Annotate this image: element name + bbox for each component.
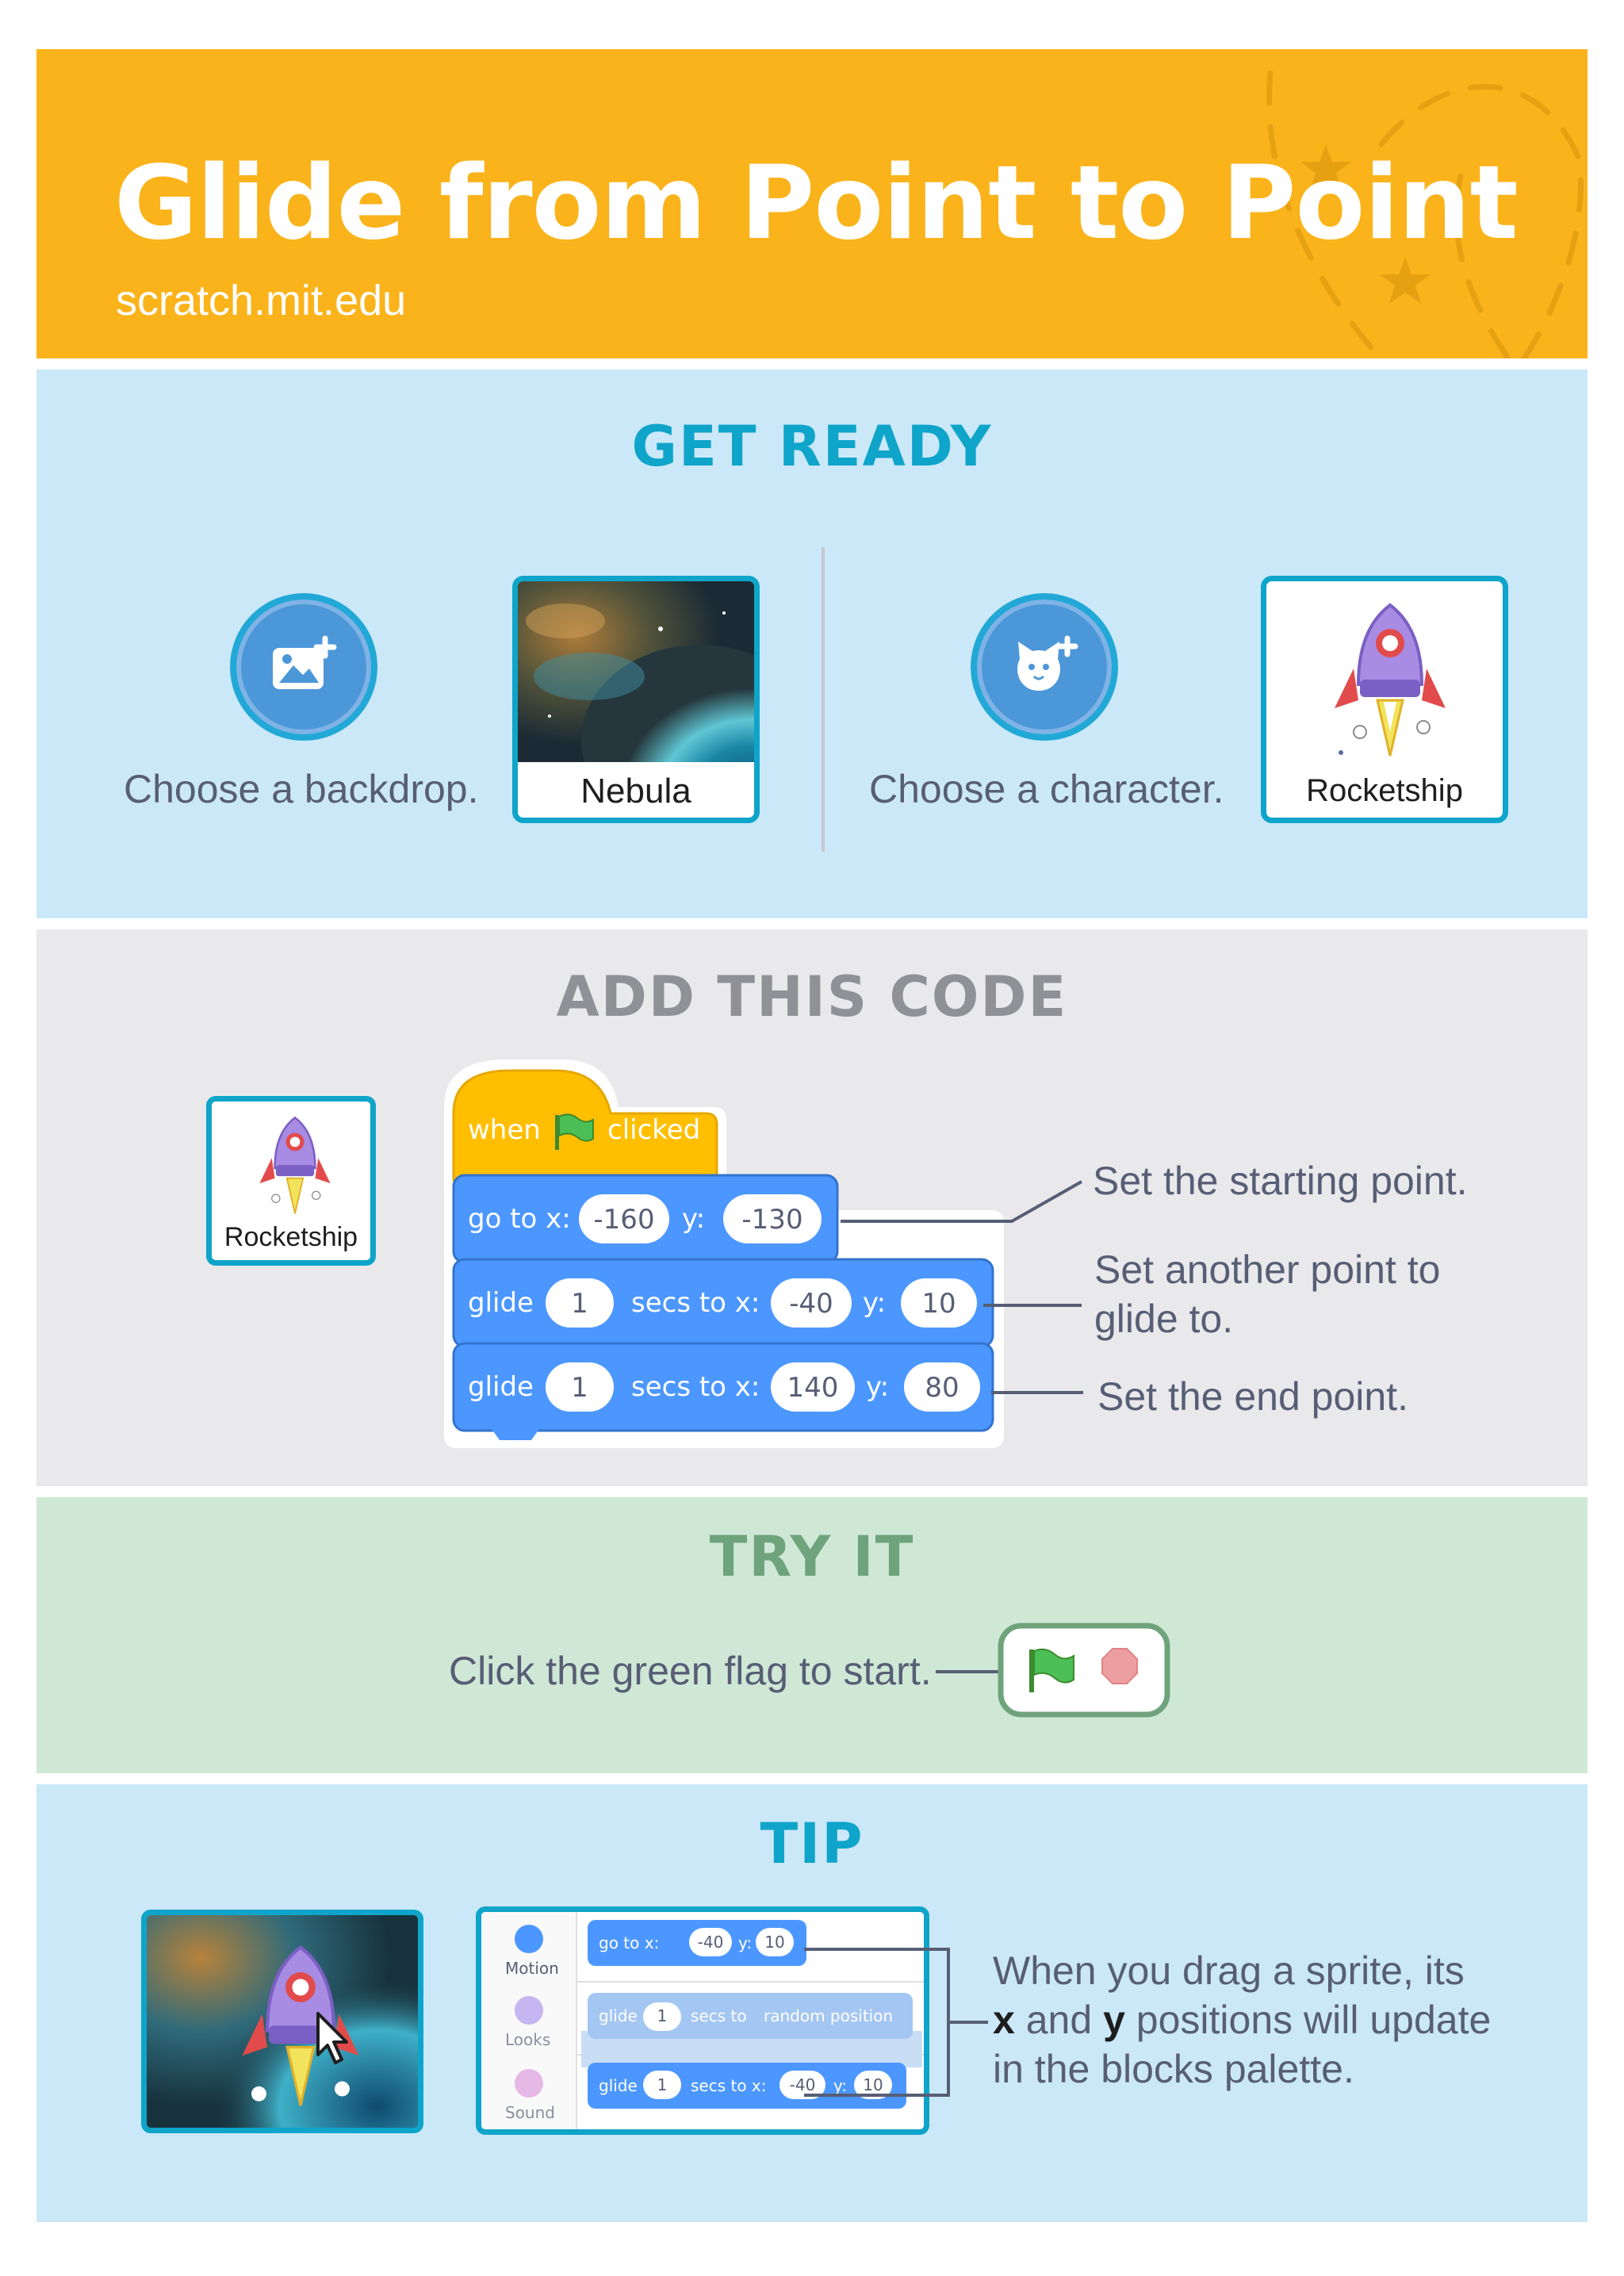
rocketship-sprite [1335,603,1446,757]
tip-line-2: x and y positions will update [993,1995,1491,2044]
glide1-secs-value: 1 [571,1288,588,1320]
goto-x-value: -160 [593,1204,654,1236]
try-it-caption: Click the green flag to start. [449,1649,932,1693]
glide1-secs-label: secs to x: [631,1287,760,1319]
tip-y-word: y [1103,1998,1125,2042]
sprite-cat-icon [1017,635,1078,691]
glide-block-2[interactable]: glide 1 secs to x: 140 y: 80 [452,1342,994,1440]
palette-goto-label: go to x: [599,1933,659,1952]
glide2-secs-label: secs to x: [631,1371,760,1403]
palette-glide-xy-secs: 1 [657,2075,668,2094]
palette-glide-random-secs: 1 [657,2006,668,2025]
tip-line-2-rest: positions will update [1136,1998,1492,2042]
green-flag-icon [555,1113,594,1150]
code-sprite-card[interactable]: Rocketship [206,1096,376,1266]
note-end: Set the end point. [1097,1374,1408,1419]
glide1-x-input[interactable] [771,1278,852,1328]
glide2-x-input[interactable] [771,1362,855,1412]
palette-glide-xy-y-label: y: [833,2076,847,2095]
choose-backdrop-caption: Choose a backdrop. [124,767,479,811]
glide1-y-value: 10 [921,1288,956,1320]
green-flag-controls [936,1623,1170,1718]
try-it-heading: TRY IT [709,1524,915,1589]
palette-glide-random-target: random position [764,2006,893,2025]
note-another-line1: Set another point to [1094,1247,1441,1292]
try-it-section: TRY IT [36,1497,1588,1773]
sprite-card-label: Rocketship [1306,773,1463,808]
palette-category-sound: Sound [505,2103,555,2122]
star-trail-decoration [1266,70,1584,358]
goto-y-label: y: [682,1203,705,1235]
green-flag-icon[interactable] [1029,1648,1074,1692]
palette-category-looks: Looks [505,2030,550,2049]
goto-label: go to x: [468,1203,571,1235]
rocketship-sprite-small [259,1116,331,1214]
sound-category-icon [515,2069,543,2098]
tip-bracket [804,1948,988,2097]
stage-preview[interactable] [141,1910,423,2133]
glide1-secs-input[interactable] [546,1278,614,1328]
tip-explanation: When you drag a sprite, its x and y posi… [993,1946,1491,2094]
note-connectors [841,1180,1083,1394]
glide2-y-value: 80 [925,1372,959,1404]
palette-glide-xy-label: glide [599,2076,638,2095]
choose-backdrop-button[interactable] [230,593,377,741]
tip-and-word: and [1025,1998,1093,2042]
glide2-secs-input[interactable] [546,1362,614,1412]
goto-y-input[interactable] [723,1194,822,1243]
code-script[interactable]: when clicked go to x: -160 y: -130 glide… [444,1052,1015,1456]
glide2-x-value: 140 [787,1372,839,1404]
note-another: Set another point to glide to. [1094,1245,1440,1343]
palette-glide-xy-x: -40 [790,2075,816,2094]
palette-glide-random-label: glide [599,2006,638,2025]
palette-glide-xy-secs-label: secs to x: [691,2076,767,2095]
get-ready-heading: GET READY [631,414,993,479]
backdrop-icon [273,635,337,689]
palette-glide-xy-y: 10 [863,2075,883,2094]
palette-goto-y: 10 [764,1933,784,1952]
goto-y-value: -130 [741,1204,802,1236]
backdrop-card-nebula[interactable]: Nebula [512,576,760,823]
sprite-card-rocketship[interactable]: Rocketship [1261,576,1508,823]
add-code-heading: ADD THIS CODE [556,964,1068,1029]
stage-nebula-with-rocket [147,1915,418,2128]
glide1-x-value: -40 [789,1288,833,1320]
code-sprite-label: Rocketship [224,1222,358,1252]
palette-goto-y-label: y: [738,1933,752,1952]
when-flag-clicked-block[interactable]: when clicked [452,1069,718,1190]
stop-sign-icon[interactable] [1101,1648,1138,1684]
glide2-y-input[interactable] [904,1362,980,1412]
header-banner: Glide from Point to Point scratch.mit.ed… [36,49,1588,358]
glide2-secs-value: 1 [571,1372,588,1404]
section-divider [822,547,825,852]
go-to-xy-block[interactable]: go to x: -160 y: -130 [452,1174,839,1264]
tip-x-word: x [993,1998,1015,2042]
looks-category-icon [515,1996,543,2025]
glide1-y-label: y: [863,1287,886,1319]
palette-category-motion: Motion [505,1959,559,1978]
nebula-thumbnail [518,581,754,762]
choose-character-caption: Choose a character. [869,767,1224,811]
note-another-line2: glide to. [1094,1297,1234,1341]
tip-heading: TIP [760,1811,864,1876]
cursor-icon [316,2012,348,2064]
note-start: Set the starting point. [1093,1159,1468,1203]
palette-glide-random-secs-label: secs to [691,2006,747,2025]
palette-goto-x: -40 [698,1933,724,1952]
hat-when-text: when [468,1114,541,1146]
site-url: scratch.mit.edu [116,277,407,324]
glide-block-1[interactable]: glide 1 secs to x: -40 y: 10 [452,1258,994,1348]
goto-x-input[interactable] [579,1194,669,1243]
glide2-y-label: y: [866,1371,889,1403]
backdrop-card-label: Nebula [580,772,691,810]
motion-category-icon [515,1925,543,1953]
glide2-label: glide [468,1371,534,1403]
tip-line-1: When you drag a sprite, its [993,1948,1465,1993]
glide1-label: glide [468,1287,534,1319]
choose-character-button[interactable] [971,593,1118,741]
page-title: Glide from Point to Point [114,144,1519,262]
tip-line-3: in the blocks palette. [993,2047,1354,2091]
glide1-y-input[interactable] [901,1278,977,1328]
hat-clicked-text: clicked [607,1114,700,1146]
